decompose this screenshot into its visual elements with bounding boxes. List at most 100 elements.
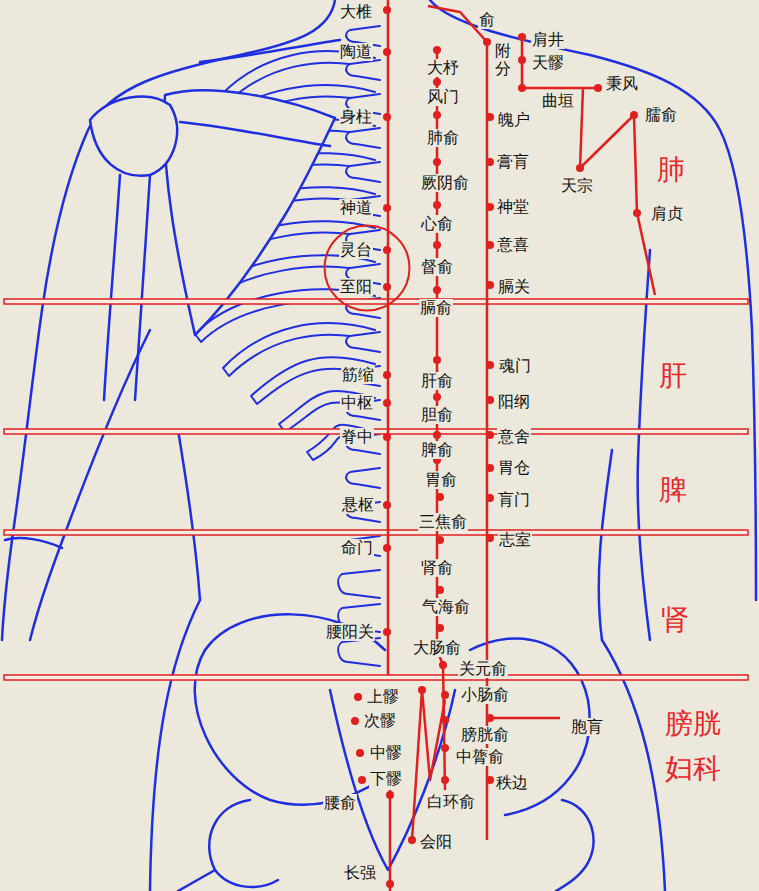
point-name: 脊中 bbox=[340, 428, 374, 446]
point-name: 脾俞 bbox=[420, 441, 454, 459]
point-name: 膏肓 bbox=[496, 153, 530, 171]
point-name: 腰阳关 bbox=[325, 623, 375, 641]
acupoint-dot bbox=[433, 201, 441, 209]
point-name: 次髎 bbox=[363, 712, 397, 730]
point-name: 肝俞 bbox=[420, 372, 454, 390]
bone-line bbox=[556, 800, 594, 891]
point-name: 至阳 bbox=[339, 278, 373, 296]
acupoint-dot bbox=[408, 836, 416, 844]
point-name: 胃俞 bbox=[424, 471, 458, 489]
region-label: 肺 bbox=[656, 155, 686, 186]
acupoint-dot bbox=[433, 158, 441, 166]
point-name: 志室 bbox=[498, 531, 532, 549]
point-name: 筋缩 bbox=[341, 366, 375, 384]
acupoint-dot bbox=[486, 776, 494, 784]
region-band bbox=[4, 675, 748, 680]
meridian-line bbox=[490, 717, 560, 720]
acupoint-dot bbox=[518, 33, 526, 41]
acupoint-dot bbox=[486, 714, 494, 722]
acupoint-dot bbox=[436, 586, 444, 594]
meridian-lines bbox=[388, 0, 655, 891]
acupoint-dot bbox=[518, 56, 526, 64]
point-name: 中膂俞 bbox=[455, 748, 505, 766]
point-name: 意舍 bbox=[497, 428, 531, 446]
point-name: 魄户 bbox=[497, 111, 531, 129]
point-name: 关元俞 bbox=[458, 660, 508, 678]
meridian-line bbox=[422, 690, 445, 780]
acupoint-dot bbox=[441, 691, 449, 699]
point-name: 气海俞 bbox=[421, 598, 471, 616]
point-name: 天髎 bbox=[531, 54, 565, 72]
acupoint-dot bbox=[436, 536, 444, 544]
point-name: 大肠俞 bbox=[412, 639, 462, 657]
point-name: 厥阴俞 bbox=[420, 174, 470, 192]
point-name: 膈俞 bbox=[419, 299, 453, 317]
point-name: 命门 bbox=[340, 539, 374, 557]
acupoint-dot bbox=[433, 431, 441, 439]
acupoint-dot bbox=[633, 209, 641, 217]
point-name: 神堂 bbox=[496, 198, 530, 216]
point-name: 臑俞 bbox=[644, 106, 678, 124]
bone-line bbox=[338, 570, 380, 598]
point-name: 三焦俞 bbox=[418, 513, 468, 531]
bone-line bbox=[5, 538, 62, 548]
region-label: 肾 bbox=[660, 605, 690, 636]
point-name: 胃仓 bbox=[497, 459, 531, 477]
bone-line bbox=[90, 97, 177, 176]
acupoint-dot bbox=[441, 744, 449, 752]
bone-line bbox=[150, 600, 200, 891]
bone-line bbox=[180, 122, 330, 146]
point-name: 意喜 bbox=[496, 236, 530, 254]
circled-region: 灵台至阳 bbox=[324, 225, 410, 311]
acupoint-dot bbox=[358, 776, 366, 784]
bone-line bbox=[330, 690, 455, 870]
acupoint-dot bbox=[383, 501, 391, 509]
acupoint-dot bbox=[383, 628, 391, 636]
point-name: 上髎 bbox=[366, 688, 400, 706]
acupoint-dot bbox=[486, 494, 494, 502]
region-label: 膀胱 妇科 bbox=[661, 702, 725, 792]
bone-line bbox=[104, 175, 120, 400]
acupoint-dot bbox=[441, 716, 449, 724]
acupoint-dot bbox=[486, 361, 494, 369]
bone-line bbox=[346, 128, 380, 148]
acupoint-dot bbox=[486, 158, 494, 166]
point-name: 心俞 bbox=[420, 215, 454, 233]
acupoint-dot bbox=[433, 78, 441, 86]
point-name: 肩井 bbox=[531, 31, 565, 49]
bone-line bbox=[346, 332, 380, 352]
point-name: 督俞 bbox=[420, 258, 454, 276]
acupoint-dot bbox=[486, 203, 494, 211]
point-name: 悬枢 bbox=[341, 496, 375, 514]
point-name: 肺俞 bbox=[426, 129, 460, 147]
acupoint-dot bbox=[436, 493, 444, 501]
point-name: 阳纲 bbox=[497, 393, 531, 411]
acupoint-dot bbox=[383, 544, 391, 552]
acupoint-dot bbox=[630, 111, 638, 119]
acupoint-dot bbox=[351, 717, 359, 725]
acupoint-dot bbox=[383, 113, 391, 121]
region-band bbox=[4, 530, 748, 535]
point-name: 肓门 bbox=[497, 491, 531, 509]
point-name: 肾俞 bbox=[420, 559, 454, 577]
bone-line bbox=[638, 250, 650, 640]
acupoint-dot bbox=[486, 534, 494, 542]
point-name: 肩贞 bbox=[650, 205, 684, 223]
point-name: 陶道 bbox=[339, 43, 373, 61]
point-name: 白环俞 bbox=[426, 793, 476, 811]
meridian-line bbox=[387, 0, 390, 675]
acupoint-dot bbox=[433, 393, 441, 401]
acupoint-dot bbox=[433, 356, 441, 364]
acupoint-dot bbox=[418, 686, 426, 694]
circle-outline bbox=[325, 226, 410, 311]
acupoint-dot bbox=[486, 396, 494, 404]
acupoint-dot bbox=[441, 776, 449, 784]
point-name: 胆俞 bbox=[420, 406, 454, 424]
acupoint-dot bbox=[486, 241, 494, 249]
acupoint-dot bbox=[486, 431, 494, 439]
point-name: 魂门 bbox=[498, 357, 532, 375]
point-name: 俞 bbox=[478, 11, 496, 29]
